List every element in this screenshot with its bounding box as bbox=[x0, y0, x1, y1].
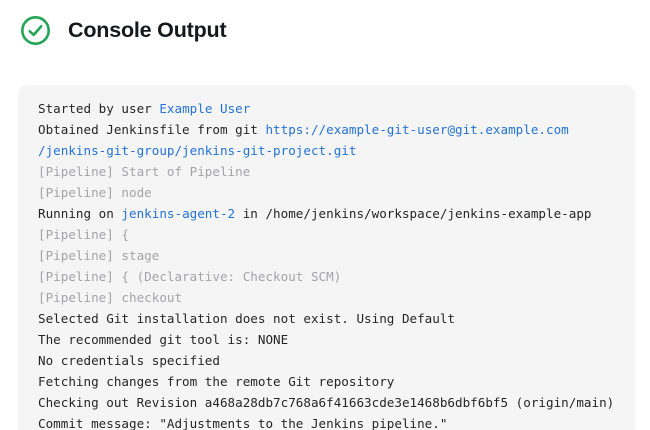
console-pipeline-text: [Pipeline] checkout bbox=[38, 290, 183, 305]
console-line: [Pipeline] { (Declarative: Checkout SCM) bbox=[38, 266, 615, 287]
console-line: [Pipeline] { bbox=[38, 224, 615, 245]
console-text: No credentials specified bbox=[38, 353, 220, 368]
console-line: Fetching changes from the remote Git rep… bbox=[38, 371, 615, 392]
console-line: Checking out Revision a468a28db7c768a6f4… bbox=[38, 392, 615, 413]
console-text: Fetching changes from the remote Git rep… bbox=[38, 374, 395, 389]
console-line: Obtained Jenkinsfile from git https://ex… bbox=[38, 119, 615, 140]
console-pipeline-text: [Pipeline] { bbox=[38, 227, 129, 242]
console-link[interactable]: jenkins-agent-2 bbox=[121, 206, 236, 221]
page-title: Console Output bbox=[68, 18, 227, 43]
page-header: Console Output bbox=[20, 15, 227, 46]
console-text: Checking out Revision a468a28db7c768a6f4… bbox=[38, 395, 615, 410]
console-text: Running on bbox=[38, 206, 122, 221]
console-line: No credentials specified bbox=[38, 350, 615, 371]
console-link[interactable]: https://example-git-user@git.example.com bbox=[265, 122, 569, 137]
console-text: in /home/jenkins/workspace/jenkins-examp… bbox=[235, 206, 592, 221]
console-line: The recommended git tool is: NONE bbox=[38, 329, 615, 350]
console-line: [Pipeline] node bbox=[38, 182, 615, 203]
console-line: [Pipeline] checkout bbox=[38, 287, 615, 308]
console-link[interactable]: Example User bbox=[159, 101, 251, 116]
console-text: Selected Git installation does not exist… bbox=[38, 311, 456, 326]
success-check-icon bbox=[21, 16, 50, 45]
console-pipeline-text: [Pipeline] node bbox=[38, 185, 152, 200]
console-text: Commit message: "Adjustments to the Jenk… bbox=[38, 416, 448, 430]
console-text: Started by user bbox=[38, 101, 160, 116]
console-line: Selected Git installation does not exist… bbox=[38, 308, 615, 329]
console-line: [Pipeline] Start of Pipeline bbox=[38, 161, 615, 182]
console-text: The recommended git tool is: NONE bbox=[38, 332, 289, 347]
console-line: [Pipeline] stage bbox=[38, 245, 615, 266]
console-line: /jenkins-git-group/jenkins-git-project.g… bbox=[38, 140, 615, 161]
console-line: Running on jenkins-agent-2 in /home/jenk… bbox=[38, 203, 615, 224]
console-line: Commit message: "Adjustments to the Jenk… bbox=[38, 413, 615, 430]
console-text: Obtained Jenkinsfile from git bbox=[38, 122, 266, 137]
console-pipeline-text: [Pipeline] stage bbox=[38, 248, 160, 263]
console-pipeline-text: [Pipeline] { (Declarative: Checkout SCM) bbox=[38, 269, 342, 284]
console-link[interactable]: /jenkins-git-group/jenkins-git-project.g… bbox=[38, 143, 357, 158]
console-line: Started by user Example User bbox=[38, 98, 615, 119]
console-pipeline-text: [Pipeline] Start of Pipeline bbox=[38, 164, 251, 179]
